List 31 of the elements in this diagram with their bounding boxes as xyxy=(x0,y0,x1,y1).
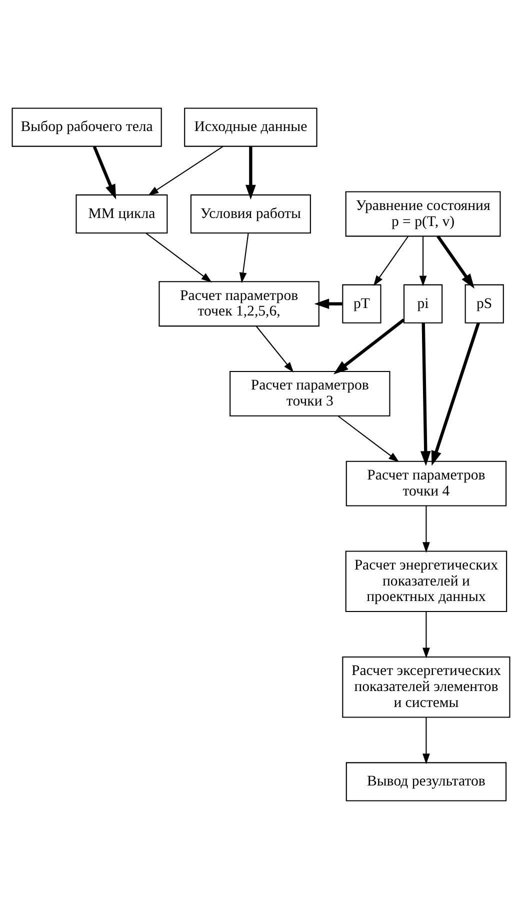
arrow xyxy=(246,146,256,200)
node-box: ММ цикла xyxy=(76,194,168,234)
arrow xyxy=(314,298,342,309)
node-box: pS xyxy=(464,284,504,323)
arrow xyxy=(146,232,212,282)
arrow xyxy=(419,236,427,286)
arrow xyxy=(436,234,474,288)
arrow xyxy=(431,322,480,466)
arrow xyxy=(422,611,430,658)
arrow xyxy=(256,325,294,372)
node-box: Исходные данные xyxy=(184,107,318,146)
node-box: pi xyxy=(403,284,443,323)
arrow xyxy=(92,146,116,199)
node-box: Расчет энергетических показателей и проектных данных xyxy=(345,550,508,612)
arrow xyxy=(239,232,249,283)
arrow xyxy=(333,318,405,374)
node-box: Расчет эксергетических показателей элементов и системы xyxy=(342,656,510,718)
node-box: Уравнение состояния p = p(T, v) xyxy=(345,190,501,236)
arrow xyxy=(422,716,430,764)
arrow xyxy=(148,146,224,196)
arrow xyxy=(422,505,430,552)
arrow xyxy=(420,322,431,466)
node-box: Расчет параметров точки 4 xyxy=(346,460,507,506)
arrow xyxy=(373,235,409,286)
node-box: pT xyxy=(342,284,382,323)
node-box: Вывод результатов xyxy=(346,762,507,801)
node-box: Расчет параметров точек 1,2,5,6, xyxy=(158,280,320,326)
node-box: Выбор рабочего тела xyxy=(12,107,162,146)
node-box: Условия работы xyxy=(190,194,311,234)
node-box: Расчет параметров точки 3 xyxy=(230,370,390,416)
arrow xyxy=(338,415,400,462)
